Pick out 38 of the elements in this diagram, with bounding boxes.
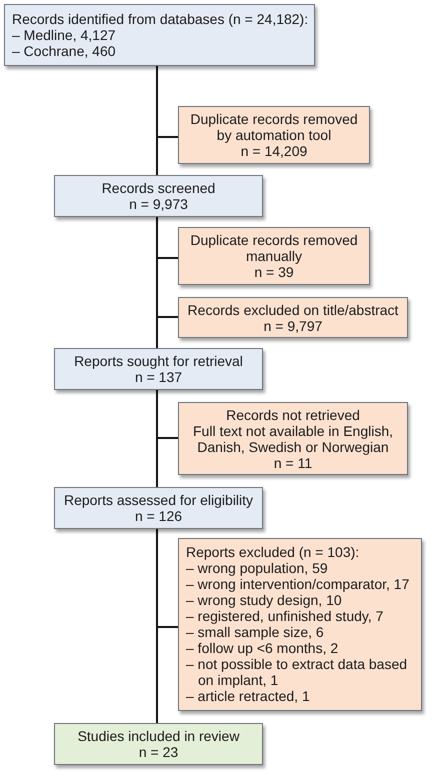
connector-line — [156, 390, 158, 487]
stage-box — [54, 348, 263, 390]
connector-line — [156, 529, 158, 723]
exclusion-box — [178, 402, 408, 475]
count-label: n = 9,797 — [262, 318, 324, 334]
box-heading: Studies included in review — [76, 728, 240, 744]
count-label: n = 39 — [253, 264, 295, 280]
box-heading: Records screened — [100, 180, 216, 196]
list-item: – registered, unfinished study, 7 — [186, 608, 384, 624]
exclusion-box — [178, 106, 370, 164]
count-label: n = 14,209 — [240, 143, 308, 159]
box-heading: Reports excluded (n = 103): — [186, 544, 360, 560]
exclusion-box — [178, 297, 408, 338]
count-label: n = 9,973 — [128, 196, 189, 212]
count-label: n = 137 — [134, 369, 184, 385]
box-heading: Records identified from databases (n = 24,182): — [12, 11, 310, 27]
list-item: – wrong intervention/comparator, 17 — [186, 576, 410, 592]
stage-box — [4, 4, 315, 66]
included-box — [54, 723, 263, 765]
box-heading: Records not retrieved — [225, 406, 361, 422]
box-heading: Records excluded on title/abstract — [186, 302, 400, 318]
count-label: n = 11 — [272, 454, 314, 470]
list-item: – not possible to extract data based on implant, 1 — [186, 656, 408, 688]
stage-box — [54, 175, 263, 217]
exclusion-box — [178, 227, 370, 285]
list-item: – Cochrane, 460 — [12, 43, 117, 59]
count-label: n = 126 — [134, 508, 184, 524]
list-item: – wrong study design, 10 — [186, 592, 343, 608]
box-heading: Reports assessed for eligibility — [62, 492, 254, 508]
box-heading: Reports sought for retrieval — [73, 353, 244, 369]
stage-box — [54, 487, 263, 529]
count-label: n = 23 — [138, 744, 180, 760]
list-item: – Medline, 4,127 — [12, 27, 117, 43]
list-item: – wrong population, 59 — [186, 560, 329, 576]
list-item: – small sample size, 6 — [186, 624, 325, 640]
exclusion-box — [178, 538, 422, 711]
list-item: – follow up <6 months, 2 — [186, 640, 340, 656]
list-item: – article retracted, 1 — [186, 688, 311, 704]
